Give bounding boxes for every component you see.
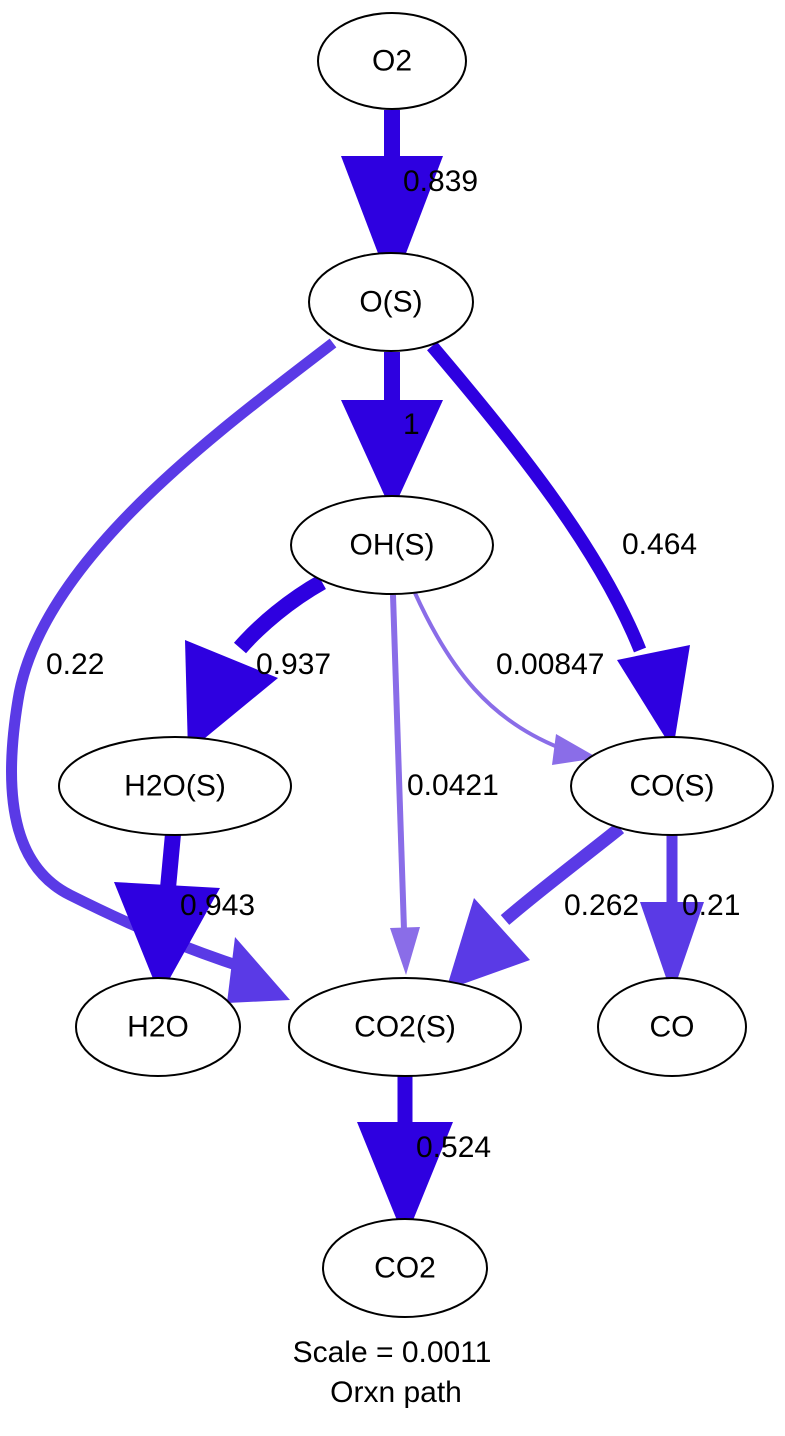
node-co2-label: CO2: [374, 1252, 436, 1285]
edge-o_s-oh_s: [341, 352, 443, 512]
edge-label-co_s-co2_s: 0.262: [564, 889, 639, 922]
edge-label-co2_s-co2: 0.524: [416, 1131, 491, 1164]
node-co2: CO2: [322, 1218, 488, 1318]
edge-label-o_s-co_s: 0.464: [622, 528, 697, 561]
scale-caption: Scale = 0.0011: [293, 1336, 492, 1369]
node-co_s-label: CO(S): [630, 770, 715, 803]
node-o2-label: O2: [372, 45, 412, 78]
edge-label-o_s-co2_s: 0.22: [46, 648, 104, 681]
node-co2_s-label: CO2(S): [354, 1011, 456, 1044]
node-o2: O2: [317, 12, 467, 110]
node-co_s: CO(S): [570, 736, 774, 836]
node-h2o_s: H2O(S): [58, 736, 292, 836]
edge-label-oh_s-co2_s: 0.0421: [407, 769, 499, 802]
node-co-label: CO: [650, 1011, 695, 1044]
edge-label-o2-o_s: 0.839: [403, 165, 478, 198]
node-h2o: H2O: [75, 977, 241, 1077]
edge-label-o_s-oh_s: 1: [403, 408, 420, 441]
node-o_s-label: O(S): [359, 286, 422, 319]
diagram-subtitle: Orxn path: [330, 1376, 462, 1409]
edge-h2o_s-h2o: [114, 833, 220, 996]
node-o_s: O(S): [308, 252, 474, 352]
node-oh_s-label: OH(S): [350, 529, 435, 562]
node-h2o-label: H2O: [127, 1011, 189, 1044]
edge-label-oh_s-h2o_s: 0.937: [256, 648, 331, 681]
edge-co_s-co2_s: [446, 822, 625, 990]
edge-label-h2o_s-h2o: 0.943: [180, 889, 255, 922]
edge-o2-o_s: [341, 110, 443, 290]
edge-co2_s-co2: [357, 1076, 453, 1240]
edge-label-co_s-co: 0.21: [682, 889, 740, 922]
node-co2_s: CO2(S): [288, 977, 522, 1077]
edge-o_s-co_s: [427, 341, 690, 750]
edge-label-oh_s-co_s: 0.00847: [496, 648, 604, 681]
edge-oh_s-co_s: [413, 592, 598, 765]
edge-oh_s-co2_s: [390, 594, 420, 975]
node-h2o_s-label: H2O(S): [124, 770, 226, 803]
node-oh_s: OH(S): [290, 495, 494, 595]
node-co: CO: [597, 977, 747, 1077]
edge-co_s-co: [640, 834, 704, 995]
edge-oh_s-h2o_s: [185, 575, 326, 752]
